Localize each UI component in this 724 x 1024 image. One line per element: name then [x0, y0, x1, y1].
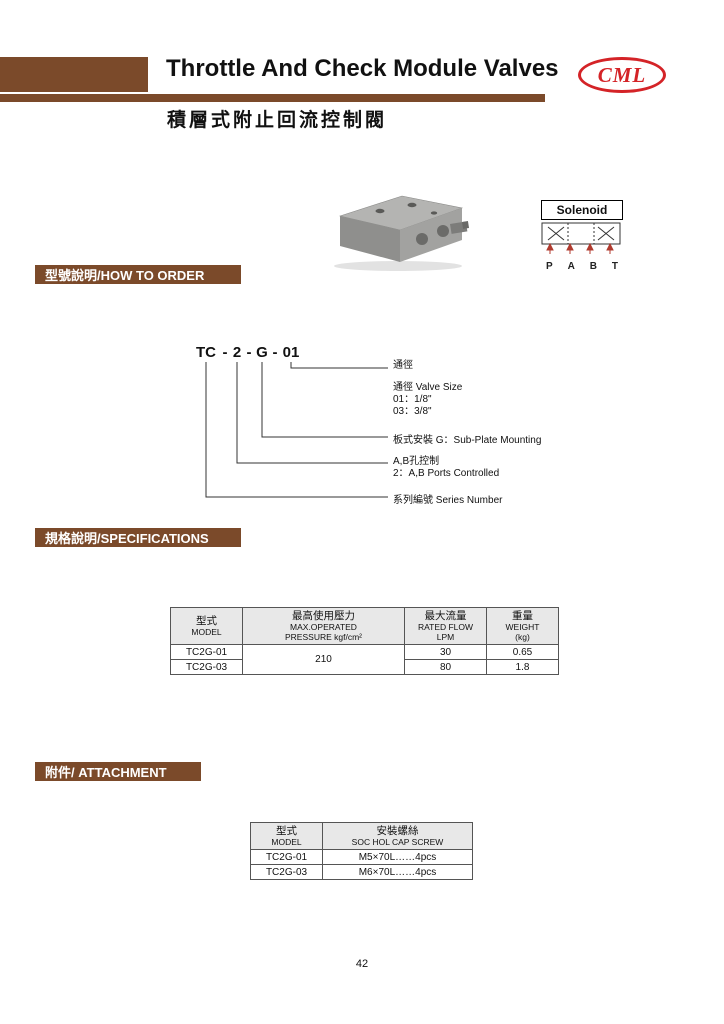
spec-header-model: 型式 MODEL — [170, 607, 243, 645]
order-code-part-series: TC — [196, 344, 216, 361]
spec-cell-flow-0: 30 — [404, 644, 487, 660]
solenoid-ports: P A B T — [546, 261, 618, 272]
order-label-size-title: 通徑 Valve Size — [393, 382, 463, 393]
attachment-header-model: 型式 MODEL — [250, 822, 323, 850]
port-label-t: T — [611, 261, 618, 272]
order-code-part-ports: 2 — [232, 344, 242, 361]
spec-row-tc2g-03: TC2G-03 80 1.8 — [170, 659, 559, 675]
order-code-separator: - — [246, 344, 252, 361]
order-label-ports-zh: A,B孔控制 — [393, 456, 440, 467]
brand-rule-band — [0, 94, 545, 102]
spec-header-weight: 重量 WEIGHT (kg) — [486, 607, 559, 645]
cml-logo-text: CML — [597, 62, 647, 87]
spec-row-tc2g-01: TC2G-01 210 30 0.65 — [170, 644, 559, 675]
solenoid-diagram: Solenoid P A B T — [536, 200, 628, 272]
spec-cell-weight-1: 1.8 — [486, 659, 559, 675]
order-label-mounting: 板式安裝 G：Sub-Plate Mounting — [393, 435, 542, 446]
spec-header-pressure: 最高使用壓力 MAX.OPERATED PRESSURE kgf/cm² — [242, 607, 405, 645]
spec-cell-model-0: TC2G-01 — [170, 644, 243, 660]
attachment-header-row: 型式 MODEL 安裝螺絲 SOC HOL CAP SCREW — [250, 822, 473, 850]
page-title: Throttle And Check Module Valves — [166, 55, 559, 82]
attachment-table: 型式 MODEL 安裝螺絲 SOC HOL CAP SCREW TC2G-01 … — [250, 822, 473, 880]
order-label-size-option-03: 03：3/8" — [393, 406, 432, 417]
attachment-cell-screw-0: M5×70L……4pcs — [322, 849, 473, 865]
order-label-ports-en: 2：A,B Ports Controlled — [393, 468, 500, 479]
spec-cell-flow-1: 80 — [404, 659, 487, 675]
spec-header-row: 型式 MODEL 最高使用壓力 MAX.OPERATED PRESSURE kg… — [170, 607, 559, 645]
page-number: 42 — [355, 958, 369, 970]
order-code-part-mounting: G — [256, 344, 268, 361]
order-code-separator: - — [272, 344, 278, 361]
attachment-cell-screw-1: M6×70L……4pcs — [322, 864, 473, 880]
order-label-size-tag: 通徑 — [393, 360, 413, 371]
section-bar-specifications: 規格說明/SPECIFICATIONS — [35, 528, 241, 547]
port-label-a: A — [567, 261, 575, 272]
valve-photo-graphic — [334, 195, 470, 271]
brand-color-block — [0, 57, 148, 92]
order-code-separator: - — [222, 344, 228, 361]
section-bar-how-to-order: 型號說明/HOW TO ORDER — [35, 265, 241, 284]
spec-table: 型式 MODEL 最高使用壓力 MAX.OPERATED PRESSURE kg… — [170, 607, 559, 675]
cml-logo: CML — [578, 57, 666, 93]
attachment-header-screw: 安裝螺絲 SOC HOL CAP SCREW — [322, 822, 473, 850]
order-code: TC - 2 - G - 01 — [193, 344, 301, 361]
valve-photo — [322, 188, 472, 278]
port-label-p: P — [546, 261, 553, 272]
spec-cell-pressure: 210 — [242, 644, 405, 675]
order-label-size-option-01: 01：1/8" — [393, 394, 432, 405]
spec-cell-model-1: TC2G-03 — [170, 659, 243, 675]
solenoid-symbol — [541, 222, 621, 254]
attachment-row-tc2g-01: TC2G-01 M5×70L……4pcs — [250, 849, 473, 865]
page-subtitle: 積層式附止回流控制閥 — [167, 110, 388, 131]
attachment-cell-model-1: TC2G-03 — [250, 864, 323, 880]
spec-cell-weight-0: 0.65 — [486, 644, 559, 660]
spec-header-flow: 最大流量 RATED FLOW LPM — [404, 607, 487, 645]
solenoid-label-box: Solenoid — [541, 200, 623, 220]
section-bar-attachment: 附件/ ATTACHMENT — [35, 762, 201, 781]
attachment-row-tc2g-03: TC2G-03 M6×70L……4pcs — [250, 864, 473, 880]
order-code-part-size: 01 — [282, 344, 300, 361]
order-label-series: 系列編號 Series Number — [393, 495, 503, 506]
port-label-b: B — [589, 261, 597, 272]
attachment-cell-model-0: TC2G-01 — [250, 849, 323, 865]
